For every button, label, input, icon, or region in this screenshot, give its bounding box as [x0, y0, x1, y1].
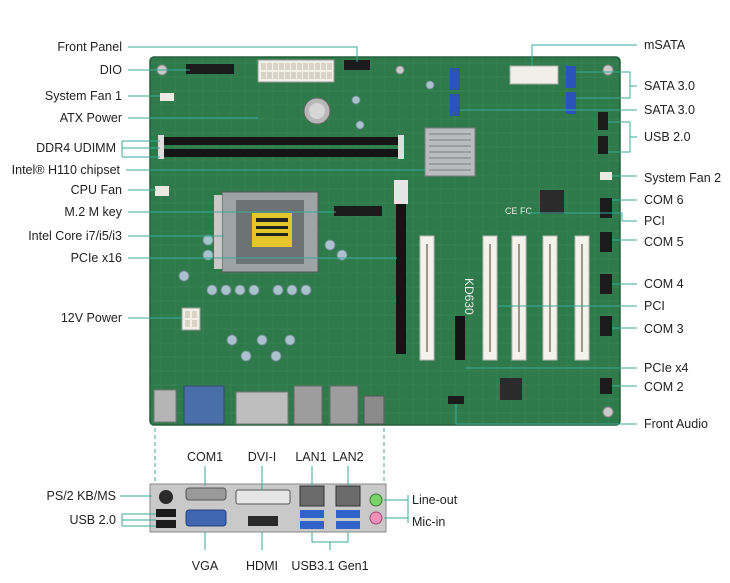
certification-marks: CE FC [505, 206, 533, 216]
usb31-port-c [336, 510, 360, 518]
usb31-port-d [336, 521, 360, 529]
rear-io-top [153, 385, 385, 425]
pcie-x4-slot [455, 316, 465, 360]
front-audio-header [448, 396, 464, 404]
sata-port-b [450, 94, 460, 116]
sata-port-c [566, 66, 576, 88]
usb-header-a [598, 112, 608, 130]
io-panel [149, 483, 387, 533]
usb31-port-b [300, 521, 324, 529]
label-usb-2-0: USB 2.0 [644, 130, 691, 144]
usb31-port-a [300, 510, 324, 518]
sata-port-d [566, 92, 576, 114]
label-com5: COM 5 [644, 235, 684, 249]
label-ps2: PS/2 KB/MS [46, 489, 116, 503]
ddr4-slots [158, 135, 404, 159]
label-cpu-fan: CPU Fan [70, 183, 122, 197]
usb2-port-b [156, 520, 176, 528]
line-out-jack [369, 493, 383, 507]
label-pci-a: PCI [644, 214, 665, 228]
lan1-port [299, 485, 325, 507]
label-m2-m-key: M.2 M key [64, 205, 122, 219]
label-usb31-gen1: USB3.1 Gen1 [291, 559, 369, 573]
label-vga: VGA [191, 559, 219, 573]
atx-power-connector [257, 59, 335, 83]
label-dio: DIO [99, 63, 122, 77]
label-12v-power: 12V Power [60, 311, 122, 325]
label-line-out: Line-out [412, 493, 458, 507]
label-ddr4-udimm: DDR4 UDIMM [36, 141, 116, 155]
label-com6: COM 6 [644, 193, 684, 207]
label-lan1: LAN1 [295, 450, 327, 464]
system-fan-2-header [600, 172, 612, 180]
io-chip [540, 190, 564, 214]
pcie-x16-slot [394, 180, 408, 354]
label-pci-b: PCI [644, 299, 665, 313]
label-front-panel: Front Panel [57, 40, 122, 54]
leader-lines [120, 44, 637, 550]
lan-chip [500, 378, 522, 400]
label-lan2: LAN2 [332, 450, 364, 464]
label-mic-in: Mic-in [412, 515, 446, 529]
usb-header-b [598, 136, 608, 154]
dio-header [186, 64, 234, 74]
pci-slots [419, 235, 590, 361]
label-cpu: Intel Core i7/i5/i3 [28, 229, 122, 243]
cpu-socket [214, 191, 319, 273]
com1-port [185, 487, 227, 501]
front-panel-header [344, 60, 370, 70]
m2-slot [334, 206, 382, 216]
board-model-text: KD630 [462, 278, 476, 315]
label-chipset: Intel® H110 chipset [11, 163, 120, 177]
chipset-heatsink [424, 127, 476, 177]
mic-in-jack [369, 511, 383, 525]
label-com2: COM 2 [644, 380, 684, 394]
msata-slot [509, 65, 559, 85]
label-com4: COM 4 [644, 277, 684, 291]
vga-port [185, 509, 227, 527]
power-12v-connector [181, 307, 201, 331]
label-pcie-x4: PCIe x4 [644, 361, 689, 375]
label-atx-power: ATX Power [59, 111, 122, 125]
label-com1: COM1 [186, 450, 224, 464]
lan2-port [335, 485, 361, 507]
label-msata: mSATA [644, 38, 686, 52]
label-system-fan-2: System Fan 2 [644, 171, 722, 185]
label-system-fan-1: System Fan 1 [44, 89, 122, 103]
usb2-port-a [156, 509, 176, 517]
label-sata-3-0-a: SATA 3.0 [644, 79, 695, 93]
hdmi-port [248, 516, 278, 526]
dvi-port [235, 489, 291, 505]
ps2-port [159, 490, 173, 504]
label-pcie-x16: PCIe x16 [70, 251, 122, 265]
sata-port-a [450, 68, 460, 90]
label-com3: COM 3 [644, 322, 684, 336]
label-sata-3-0-b: SATA 3.0 [644, 103, 695, 117]
label-usb20: USB 2.0 [69, 513, 116, 527]
label-hdmi: HDMI [246, 559, 278, 573]
label-front-audio: Front Audio [644, 417, 708, 431]
cpu-fan-header [155, 186, 169, 196]
system-fan-1-header [160, 93, 174, 101]
label-dvi-i: DVI-I [247, 450, 277, 464]
